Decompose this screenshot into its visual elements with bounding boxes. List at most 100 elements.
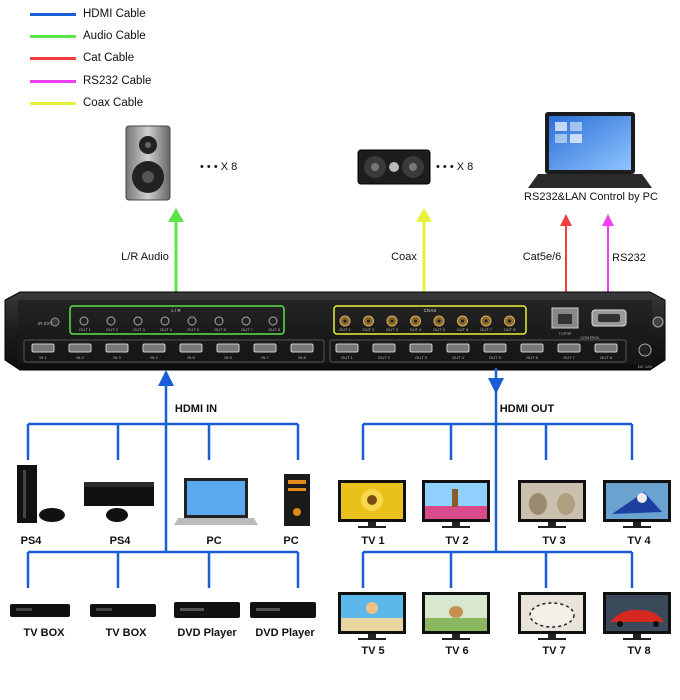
tv-screen-icon	[518, 480, 586, 528]
legend-label: RS232 Cable	[83, 75, 152, 87]
hdmi-out-port	[520, 343, 544, 353]
tv-box-icon	[90, 604, 156, 617]
source-label: PC	[283, 535, 299, 547]
coax-port-center	[366, 319, 371, 323]
audio-port-label: OUT 1	[79, 327, 91, 332]
tv-screen-icon	[603, 480, 671, 528]
hdmi-out-port-label: OUT 4	[452, 355, 464, 360]
coax-port-label: OUT 5	[433, 327, 445, 332]
pc-tower-icon	[284, 474, 310, 526]
coax-port-label: OUT 1	[339, 327, 351, 332]
legend-hdmi: HDMI Cable	[30, 6, 146, 22]
coax-arrow	[416, 208, 432, 306]
tv-label: TV 4	[627, 535, 651, 547]
hdmi-in-port-label: IN 3	[113, 355, 121, 360]
hdmi-out-port	[483, 343, 507, 353]
coax-port-center	[484, 319, 488, 323]
hdmi-out-label: HDMI OUT	[499, 403, 555, 415]
audio-port	[187, 316, 197, 326]
hdmi-in-port-label: IN 4	[150, 355, 158, 360]
hdmi-out-port-label: OUT 3	[415, 355, 427, 360]
hdmi-out-port-label: OUT 6	[526, 355, 538, 360]
audio-port	[268, 316, 278, 326]
hdmi-in-port	[142, 343, 166, 353]
audio-port	[160, 316, 170, 326]
audio-port	[241, 316, 251, 326]
coax-section-outline	[333, 305, 527, 335]
lan-port-label: TCP/IP	[559, 331, 572, 336]
coax-port-center	[437, 319, 441, 323]
tv-screen-icon	[338, 592, 406, 640]
coax-port-label: OUT 6	[457, 327, 469, 332]
audio-port-label: OUT 8	[268, 327, 280, 332]
legend-audio: Audio Cable	[30, 28, 146, 44]
coax-cable-swatch	[30, 101, 76, 105]
hdmi-out-port	[557, 343, 581, 353]
tv-label: TV 7	[542, 645, 566, 657]
coax-port-center	[460, 319, 465, 323]
lr-audio-label: L/R Audio	[121, 251, 169, 263]
ps4-console-icon	[84, 482, 154, 522]
dc-label: DC 12V	[638, 364, 652, 369]
audio-port-label: OUT 2	[106, 327, 118, 332]
coax-port-center	[343, 319, 347, 323]
pc-laptop-icon	[174, 478, 258, 525]
coax-port-center	[390, 319, 394, 323]
hdmi-out-port	[335, 343, 359, 353]
tv-label: TV 6	[445, 645, 469, 657]
legend-rs232: RS232 Cable	[30, 73, 151, 89]
dvd-player-icon	[174, 602, 240, 618]
tv-box-icon	[10, 604, 70, 617]
audio-port-label: OUT 5	[187, 327, 199, 332]
legend-label: Coax Cable	[83, 97, 144, 109]
lr-section-outline	[69, 305, 285, 335]
legend-label: HDMI Cable	[83, 8, 146, 20]
coax-port-center	[413, 319, 418, 323]
audio-port-label: OUT 3	[133, 327, 145, 332]
source-label: PS4	[20, 535, 42, 547]
hdmi-in-port	[179, 343, 203, 353]
hdmi-out-port-label: OUT 8	[600, 355, 612, 360]
coax-port-label: OUT 8	[504, 327, 516, 332]
audio-cable-swatch	[30, 34, 76, 38]
source-label: TV BOX	[23, 627, 65, 639]
tv-screen-icon	[422, 592, 490, 640]
coax-port-label: OUT 7	[480, 327, 492, 332]
audio-port	[106, 316, 116, 326]
tv-screen-icon	[338, 480, 406, 528]
floor-speaker-icon	[125, 125, 171, 201]
ir-ext-label: IR EXT	[38, 321, 53, 326]
hdmi-in-port	[105, 343, 129, 353]
cat-label: Cat5e/6	[522, 251, 562, 263]
source-label: PS4	[109, 535, 131, 547]
hdmi-cable-swatch	[30, 12, 76, 16]
hdmi-out-tree	[361, 368, 634, 588]
hdmi-in-port	[68, 343, 92, 353]
tv-screen-icon	[518, 592, 586, 640]
audio-arrow	[168, 208, 184, 306]
hdmi-out-port	[372, 343, 396, 353]
hdmi-in-port-label: IN 8	[298, 355, 306, 360]
lr-section-label: L / R	[171, 308, 181, 313]
coax-port-label: OUT 3	[386, 327, 398, 332]
coax-port-center	[507, 319, 512, 323]
hdmi-out-arrow	[488, 378, 504, 394]
hdmi-out-port	[446, 343, 470, 353]
center-speaker-quantity: • • • X 8	[436, 161, 474, 173]
hdmi-out-port-label: OUT 1	[341, 355, 353, 360]
hdmi-out-port-label: OUT 2	[378, 355, 390, 360]
tv-label: TV 5	[361, 645, 385, 657]
coax-section-label: COAX	[424, 308, 437, 313]
hdmi-out-port	[409, 343, 433, 353]
legend-cat: Cat Cable	[30, 50, 134, 66]
hdmi-out-port-label: OUT 5	[489, 355, 501, 360]
speaker-quantity: • • • X 8	[200, 161, 238, 173]
legend-label: Audio Cable	[83, 30, 146, 42]
audio-port-label: OUT 7	[241, 327, 253, 332]
legend-coax: Coax Cable	[30, 95, 143, 111]
hdmi-in-tree	[26, 372, 300, 588]
coax-port-label: OUT 2	[363, 327, 375, 332]
audio-port	[79, 316, 89, 326]
audio-port	[214, 316, 224, 326]
hdmi-in-port	[31, 343, 55, 353]
